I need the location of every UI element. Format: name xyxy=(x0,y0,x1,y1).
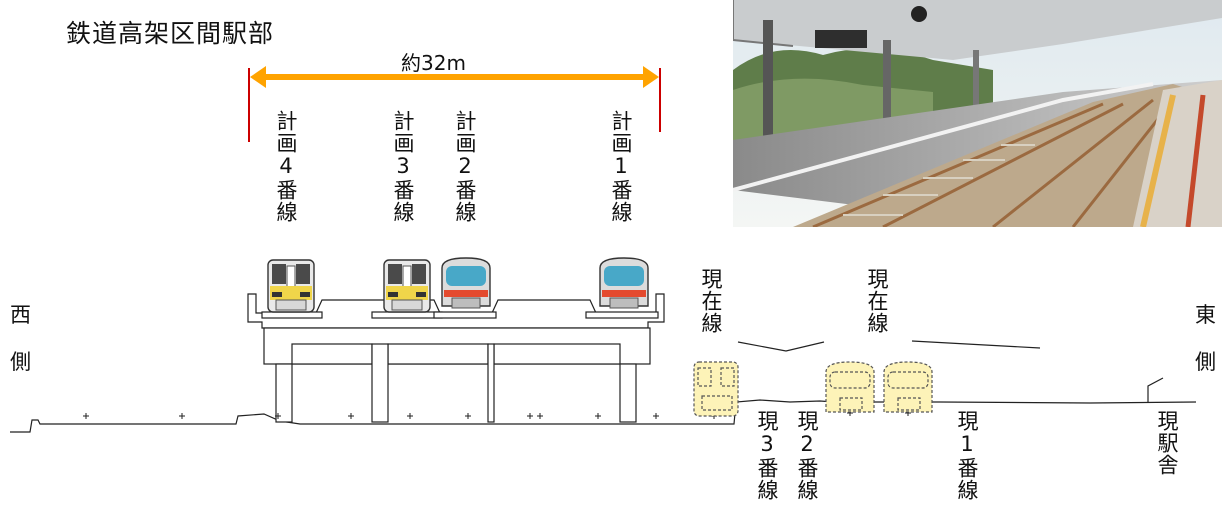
planned-track-4-label: 計画4番線 xyxy=(274,110,298,223)
ground-markers xyxy=(83,410,911,419)
planned-track-1-label: 計画1番線 xyxy=(609,110,633,223)
existing-track-2-label: 現2番線 xyxy=(795,410,819,501)
station-building-marker xyxy=(1147,377,1164,402)
east-label-1: 東 xyxy=(1195,303,1216,327)
train-planned-2 xyxy=(441,257,491,309)
existing-track-1-label: 現1番線 xyxy=(955,410,979,501)
existing-line-label-1: 現在線 xyxy=(699,268,723,334)
elevated-station-platform-photo xyxy=(733,0,1222,227)
existing-platform-roof-1 xyxy=(737,341,825,352)
station-building-label: 現駅舎 xyxy=(1155,410,1179,476)
east-label-2: 側 xyxy=(1195,350,1216,374)
diagram-title: 鉄道高架区間駅部 xyxy=(66,19,275,48)
train-existing-3 xyxy=(693,361,739,417)
train-planned-4 xyxy=(267,259,315,313)
existing-platform-roof-2 xyxy=(911,340,1041,349)
train-existing-1 xyxy=(883,361,933,413)
dimension-arrow xyxy=(250,66,659,88)
existing-track-3-label: 現3番線 xyxy=(755,410,779,501)
west-label-1: 西 xyxy=(10,303,31,327)
train-existing-2 xyxy=(825,361,875,413)
dimension-label: 約32m xyxy=(401,51,466,75)
viaduct xyxy=(247,293,665,423)
train-planned-1 xyxy=(599,257,649,309)
west-label-2: 側 xyxy=(10,350,31,374)
train-planned-3 xyxy=(383,259,431,313)
planned-track-2-label: 計画2番線 xyxy=(453,110,477,223)
planned-track-3-label: 計画3番線 xyxy=(391,110,415,223)
existing-line-label-2: 現在線 xyxy=(865,268,889,334)
